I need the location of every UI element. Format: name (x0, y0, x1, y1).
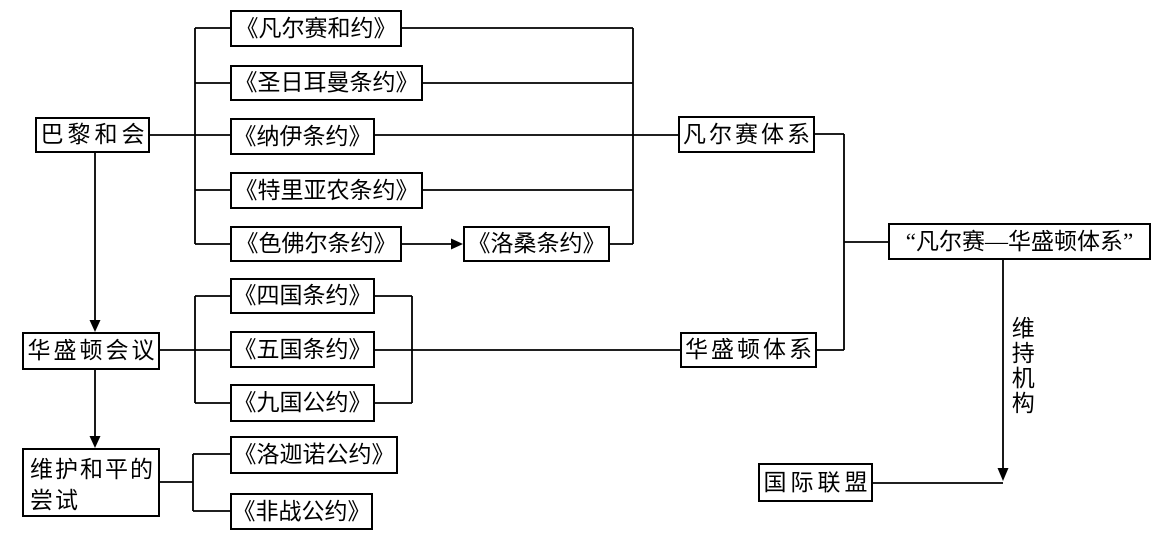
edge-system-league (873, 260, 1004, 484)
edge-systems-merge (815, 133, 888, 351)
node-league-of-nations: 国际联盟 (758, 463, 873, 502)
arrow-system-to-league (997, 468, 1009, 481)
node-washington-system: 华盛顿体系 (680, 332, 817, 368)
node-four-power-treaty: 《四国条约》 (230, 278, 375, 314)
edge-label-maintaining-organization: 维持机构 (1008, 316, 1034, 416)
node-lausanne-treaty: 《洛桑条约》 (463, 226, 610, 262)
edge-washington-system-collector (375, 295, 680, 404)
node-saint-germain-treaty: 《圣日耳曼条约》 (230, 65, 423, 101)
node-paris-conference: 巴黎和会 (35, 117, 150, 153)
node-trianon-treaty: 《特里亚农条约》 (230, 172, 423, 209)
node-neuilly-treaty: 《纳伊条约》 (230, 118, 375, 155)
arrow-sevres-to-lausanne (451, 238, 463, 250)
edge-paris-collector (150, 27, 230, 245)
node-kellogg-briand-pact: 《非战公约》 (230, 493, 373, 530)
node-sevres-treaty: 《色佛尔条约》 (230, 226, 402, 262)
node-versailles-washington-system: “凡尔赛—华盛顿体系” (888, 223, 1151, 260)
node-nine-power-pact: 《九国公约》 (230, 384, 375, 422)
edge-peace-collector (160, 453, 230, 512)
node-versailles-system: 凡尔赛体系 (678, 116, 815, 153)
edge-versailles-collector (375, 27, 678, 245)
node-locarno-pact: 《洛迦诺公约》 (230, 436, 398, 474)
edge-washington-collector (160, 295, 230, 404)
node-washington-conference: 华盛顿会议 (22, 332, 160, 370)
arrow-paris-to-washington (89, 320, 101, 332)
node-peace-attempts: 维护和平的尝试 (22, 448, 160, 517)
node-five-power-treaty: 《五国条约》 (230, 331, 375, 368)
arrow-washington-to-peace (89, 436, 101, 448)
node-versailles-treaty: 《凡尔赛和约》 (230, 10, 402, 47)
